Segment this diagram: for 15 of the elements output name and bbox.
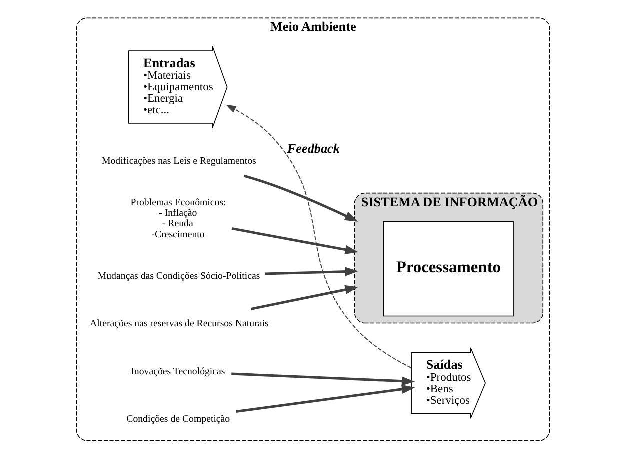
arrow — [236, 384, 416, 413]
node-text: Alterações nas reservas de Recursos Naturais — [90, 318, 269, 330]
arrow — [251, 285, 358, 310]
arrow — [232, 228, 358, 254]
node-text: Problemas Econômicos: - Inflação - Renda -Crescimento — [130, 197, 226, 240]
node-text: Inovações Tecnológicas — [131, 366, 226, 378]
node-text: Condições de Competição — [126, 414, 230, 426]
node-text: Mudanças das Condições Sócio-Políticas — [98, 270, 260, 282]
edge-label: Feedback — [287, 140, 340, 156]
node-text: Modificações nas Leis e Regulamentos — [102, 156, 256, 167]
arrow — [244, 174, 358, 222]
node-box: Processamento — [383, 221, 514, 317]
arrow — [226, 104, 412, 369]
arrow — [232, 372, 416, 386]
arrow — [265, 267, 359, 276]
